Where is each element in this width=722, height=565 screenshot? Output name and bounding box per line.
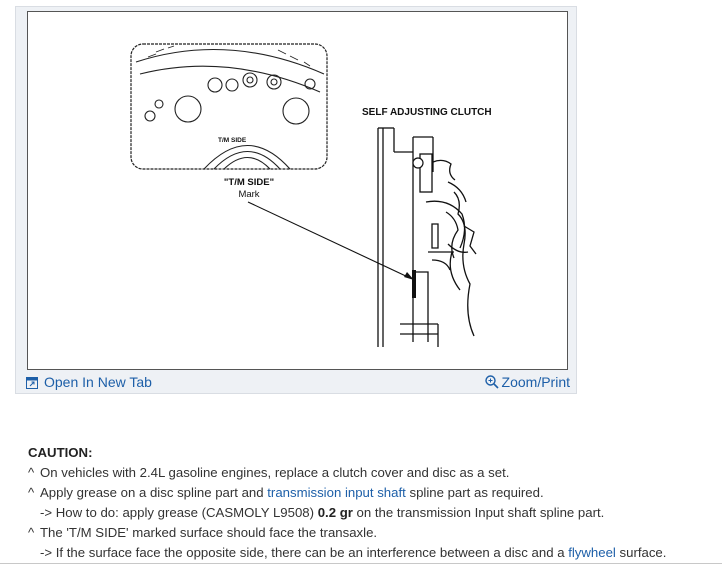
figure-toolbar: Open In New Tab Zoom/Print: [16, 370, 576, 394]
open-in-new-tab-label: Open In New Tab: [44, 374, 152, 390]
caution-item-2-sub: -> How to do: apply grease (CASMOLY L950…: [40, 505, 605, 520]
bullet-icon: ^: [28, 465, 35, 480]
divider: [0, 563, 722, 564]
self-adjusting-clutch-label: SELF ADJUSTING CLUTCH: [362, 107, 492, 118]
transmission-input-shaft-link[interactable]: transmission input shaft: [267, 485, 406, 500]
tm-side-label: "T/M SIDE": [224, 177, 274, 188]
caution-item-3-sub: -> If the surface face the opposite side…: [40, 545, 667, 560]
clutch-diagram: T/M SIDE "T/M SIDE" Mark SELF ADJUSTING …: [130, 43, 492, 347]
figure-container: T/M SIDE "T/M SIDE" Mark SELF ADJUSTING …: [15, 6, 577, 394]
stamp-text: T/M SIDE: [218, 137, 247, 144]
new-tab-icon: [26, 376, 38, 389]
caution-item-3: ^The 'T/M SIDE' marked surface should fa…: [28, 523, 718, 543]
tm-side-mark: [412, 270, 416, 298]
mark-label: Mark: [238, 189, 259, 200]
bullet-icon: ^: [28, 525, 35, 540]
flywheel-link[interactable]: flywheel: [568, 545, 616, 560]
zoom-print-link[interactable]: Zoom/Print: [484, 373, 570, 391]
caution-item-1: ^On vehicles with 2.4L gasoline engines,…: [28, 463, 718, 483]
zoom-print-label: Zoom/Print: [501, 374, 570, 390]
bullet-icon: ^: [28, 485, 35, 500]
clutch-diagram-image[interactable]: T/M SIDE "T/M SIDE" Mark SELF ADJUSTING …: [27, 11, 568, 370]
open-in-new-tab-link[interactable]: Open In New Tab: [26, 373, 152, 391]
caution-title: CAUTION:: [28, 445, 93, 460]
caution-item-2: ^Apply grease on a disc spline part and …: [28, 483, 718, 503]
zoom-icon: [484, 375, 499, 389]
caution-notes: CAUTION: ^On vehicles with 2.4L gasoline…: [28, 443, 718, 563]
